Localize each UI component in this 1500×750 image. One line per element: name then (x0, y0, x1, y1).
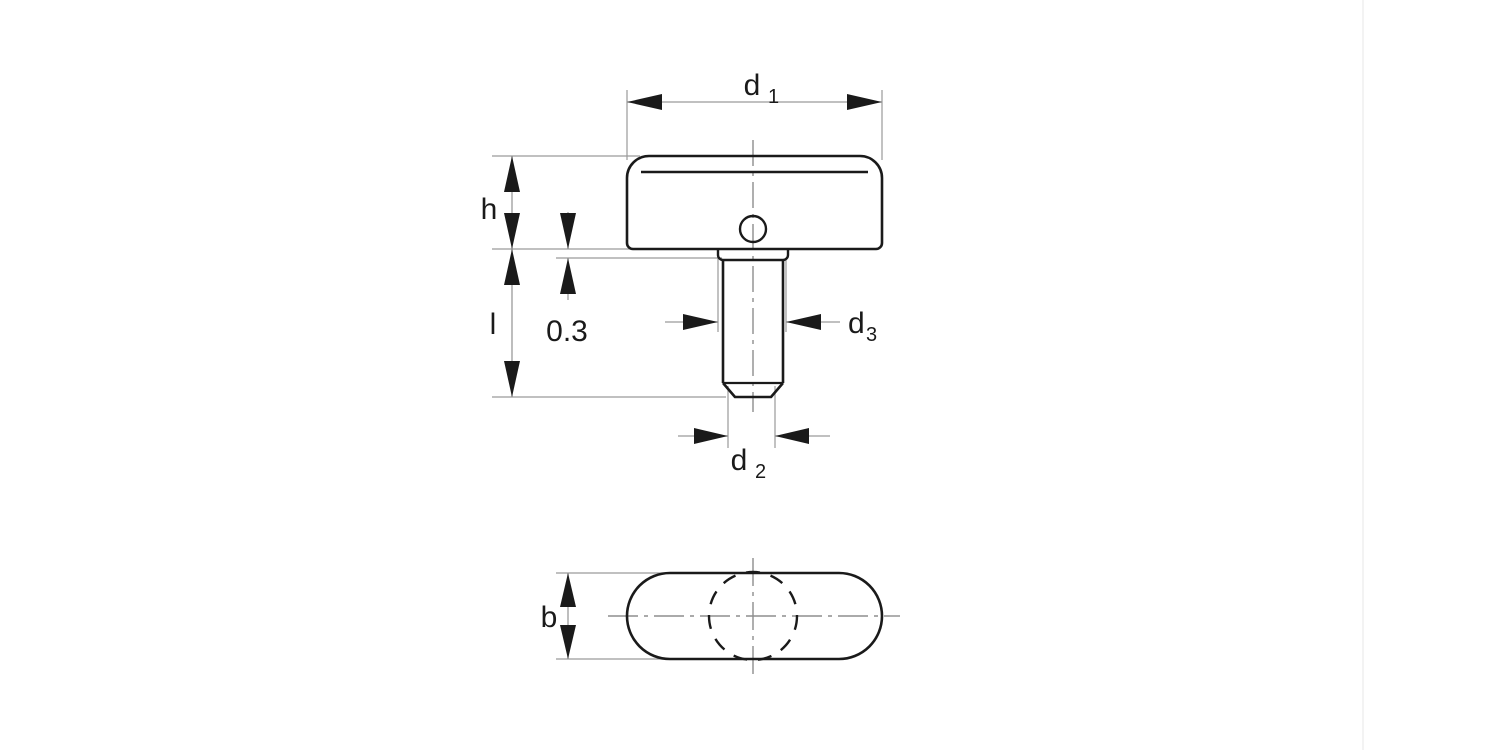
extension-lines (492, 90, 883, 448)
plan-stadium-outline (625, 571, 884, 661)
dimension-label-h: h (481, 193, 498, 226)
dimension-l: l (490, 249, 520, 397)
dimension-d3: d 3 (665, 307, 877, 346)
dimension-label-d3: d (848, 307, 865, 340)
bottom-plan-view: b (541, 558, 900, 675)
threaded-stud (721, 260, 785, 399)
dimension-d2: d 2 (678, 428, 830, 483)
plan-hidden-circle (707, 570, 799, 662)
dimension-h: h (481, 156, 520, 249)
dimension-subscript-d2: 2 (755, 461, 766, 483)
dimension-d1: d 1 (627, 69, 882, 110)
knob-head-outline (625, 154, 884, 251)
head-hole-circle (738, 214, 768, 244)
dimension-label-d2: d (731, 444, 748, 477)
dimension-subscript-d3: 3 (866, 324, 877, 346)
dimension-b: b (541, 573, 576, 659)
dimension-gap-0-3: 0.3 (546, 213, 588, 348)
dimension-label-b: b (541, 601, 558, 634)
stud-collar (716, 249, 790, 262)
front-elevation-view: d 1 h l 0.3 (481, 69, 884, 483)
dimension-label-gap: 0.3 (546, 315, 588, 348)
dimension-subscript-d1: 1 (768, 86, 779, 108)
dimension-label-l: l (490, 308, 497, 341)
dimension-label-d1: d (744, 69, 761, 102)
